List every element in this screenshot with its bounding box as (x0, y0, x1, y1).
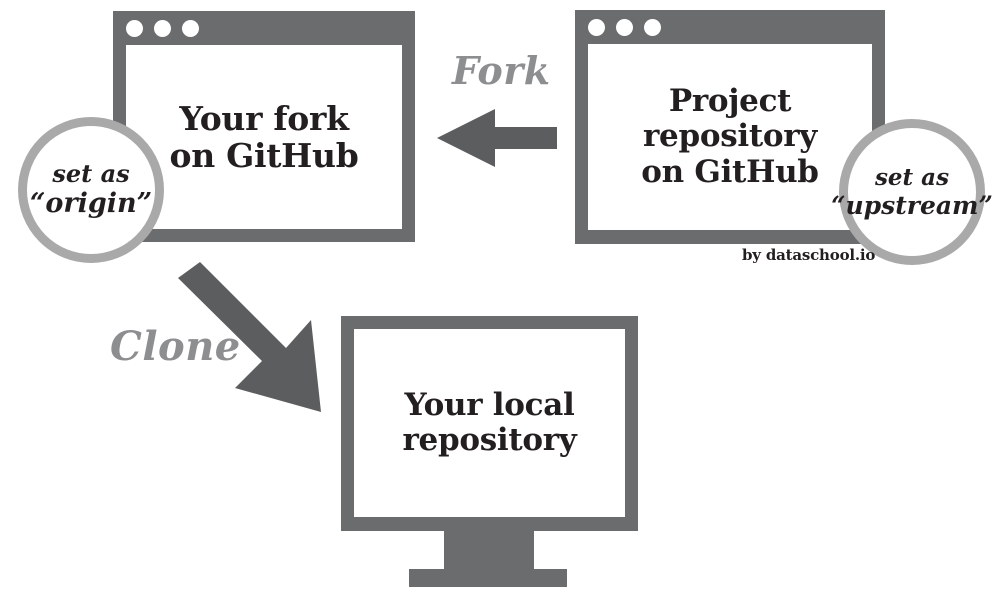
window-dot-icon (182, 19, 199, 37)
clone-arrow-shape (178, 262, 321, 412)
local-monitor-base (409, 569, 567, 587)
origin-badge: set as “origin” (18, 117, 164, 263)
local-monitor-title-line1: Your local (404, 386, 575, 423)
project-window-title-line2: repository (643, 118, 817, 155)
origin-badge-line1: set as (52, 158, 130, 188)
window-dot-icon (616, 18, 633, 36)
clone-arrow (178, 262, 321, 412)
window-dot-icon (126, 19, 143, 37)
attribution-text: by dataschool.io (742, 246, 876, 264)
fork-arrow (437, 109, 557, 167)
fork-arrow-label: Fork (452, 48, 551, 93)
fork-window-screen: Your fork on GitHub (126, 45, 402, 229)
project-window-title-line3: on GitHub (641, 153, 819, 190)
fork-arrow-shape (437, 109, 557, 167)
fork-window-titlebar (113, 11, 428, 45)
origin-badge-line2: “origin” (29, 188, 153, 220)
local-monitor-screen: Your local repository (354, 329, 625, 517)
project-window-titlebar (575, 10, 898, 44)
window-dot-icon (644, 18, 661, 36)
fork-browser-window: Your fork on GitHub (113, 11, 415, 242)
project-window-title-line1: Project (668, 83, 792, 120)
window-dot-icon (154, 19, 171, 37)
window-dot-icon (588, 18, 605, 36)
clone-arrow-label: Clone (110, 323, 241, 370)
project-window-screen: Project repository on GitHub (588, 44, 872, 230)
fork-window-title-line2: on GitHub (169, 136, 359, 175)
local-monitor-neck (444, 531, 534, 569)
fork-window-title-line1: Your fork (179, 98, 349, 138)
local-monitor-title-line2: repository (402, 422, 577, 458)
upstream-badge-line1: set as (874, 163, 950, 191)
upstream-badge-line2: “upstream” (831, 190, 993, 220)
upstream-badge: set as “upstream” (831, 119, 993, 265)
project-browser-window: Project repository on GitHub (575, 10, 885, 244)
